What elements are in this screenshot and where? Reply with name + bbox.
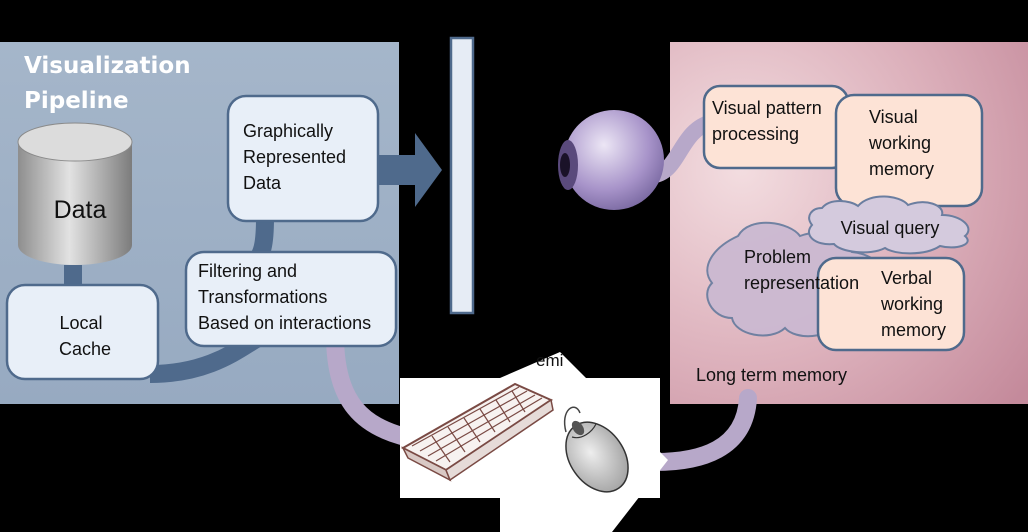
local-cache-box: [5, 283, 160, 381]
display-screen: [449, 36, 475, 315]
pipeline-title-line2: Pipeline: [24, 88, 129, 114]
pipeline-title-line1: Visualization: [24, 53, 191, 79]
verbal-line3: memory: [881, 320, 946, 340]
filter-line3: Based on interactions: [198, 313, 371, 333]
filtering-box: [184, 250, 398, 348]
graphic-data-box: [226, 94, 380, 223]
input-label-fragment: emi: [536, 351, 563, 370]
filter-line2: Transformations: [198, 287, 327, 307]
verbal-line2: working: [880, 294, 943, 314]
vwm-line1: Visual: [869, 107, 918, 127]
filter-line1: Filtering and: [198, 261, 297, 281]
mouse-icon: [563, 406, 629, 493]
vpp-line2: processing: [712, 124, 799, 144]
display-arrow: [378, 133, 442, 207]
cache-line2: Cache: [59, 339, 111, 359]
long-term-memory-label: Long term memory: [696, 365, 847, 385]
problem-line1: Problem: [744, 247, 811, 267]
vwm-line3: memory: [869, 159, 934, 179]
data-store-icon: [17, 122, 133, 265]
problem-line2: representation: [744, 273, 859, 293]
action-connector: [646, 389, 757, 471]
verbal-working-memory-box: [816, 256, 966, 352]
eye-icon: [558, 110, 664, 210]
graphic-line1: Graphically: [243, 121, 333, 141]
cache-line1: Local: [59, 313, 102, 333]
data-label: Data: [54, 196, 107, 224]
visual-query-cloud: [807, 195, 970, 255]
vwm-line2: working: [868, 133, 931, 153]
keyboard-icon: [400, 382, 554, 482]
visual-query-label: Visual query: [841, 218, 940, 238]
vpp-line1: Visual pattern: [712, 98, 822, 118]
graphic-line3: Data: [243, 173, 282, 193]
graphic-line2: Represented: [243, 147, 346, 167]
verbal-line1: Verbal: [881, 268, 932, 288]
